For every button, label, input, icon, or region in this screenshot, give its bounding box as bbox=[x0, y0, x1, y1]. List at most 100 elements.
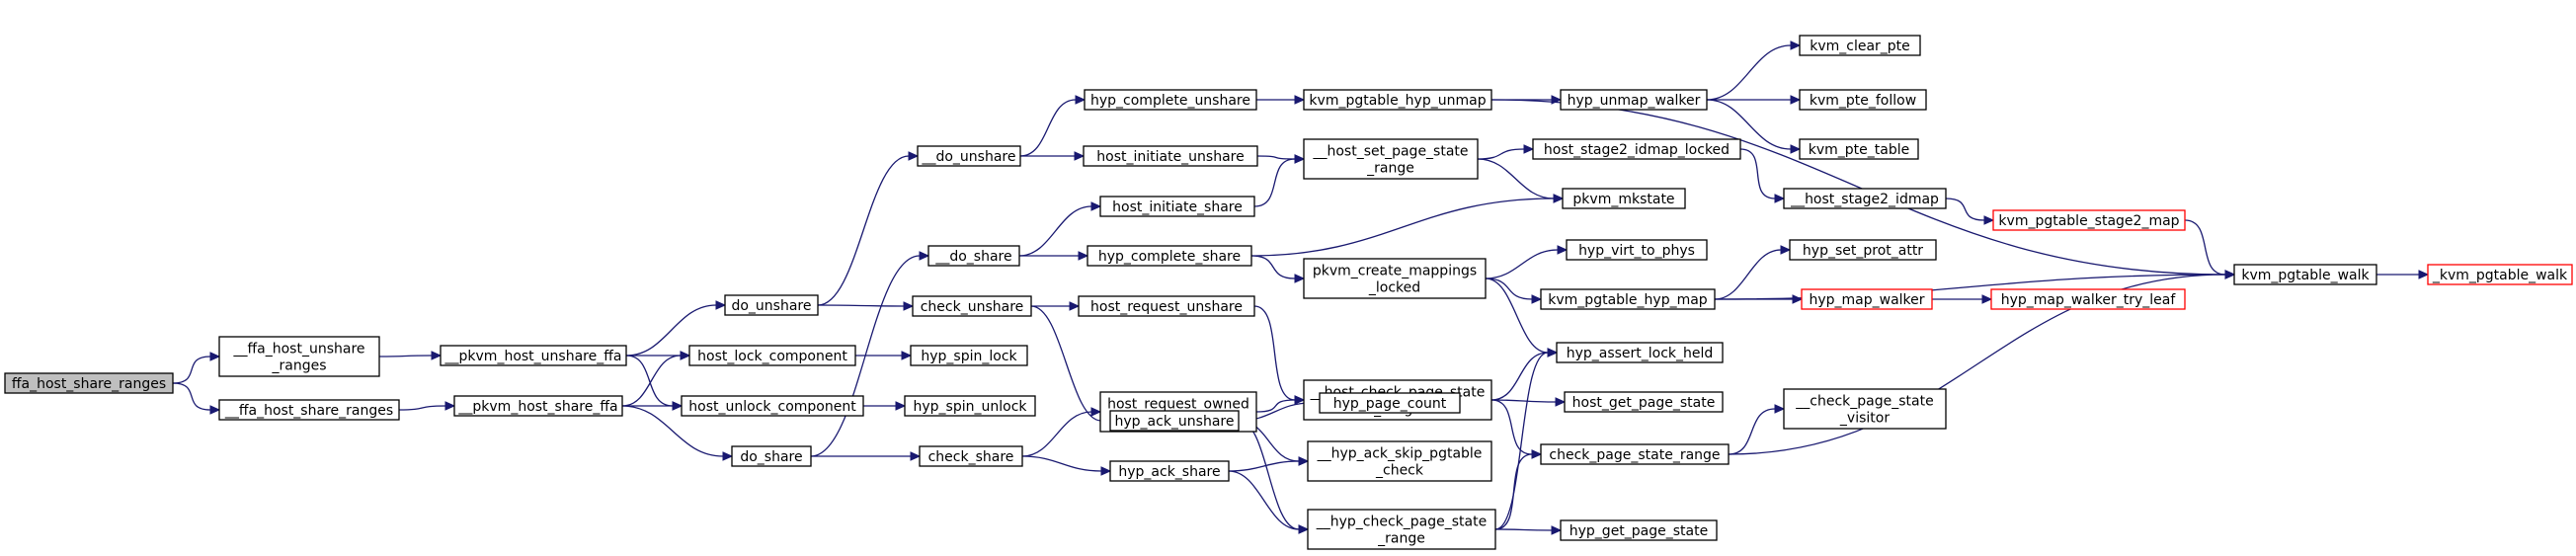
node-label: do_share bbox=[740, 449, 802, 465]
node-box bbox=[218, 336, 380, 377]
node-label: _kvm_pgtable_walk bbox=[2432, 268, 2568, 283]
node-hyp-unmap-walker[interactable]: hyp_unmap_walker bbox=[1560, 89, 1708, 111]
node-kvm-pgtable-stage2-map[interactable]: kvm_pgtable_stage2_map bbox=[1992, 209, 2186, 231]
node-box bbox=[1084, 89, 1257, 111]
node-hyp-virt-to-phys[interactable]: hyp_virt_to_phys bbox=[1566, 239, 1708, 261]
node-kvm-clear-pte[interactable]: kvm_clear_pte bbox=[1799, 35, 1921, 56]
node-hyp-ack-unshare[interactable]: hyp_ack_unshare bbox=[1109, 410, 1240, 432]
node-label: ffa_host_share_ranges bbox=[12, 376, 166, 392]
edge-pkvm-create-mappings-locked-to-hyp-virt-to-phys bbox=[1485, 249, 1559, 279]
node-kvm-pgtable-walk[interactable]: _kvm_pgtable_walk bbox=[2427, 264, 2573, 285]
node-label: check_share bbox=[928, 449, 1014, 465]
node-do-unshare[interactable]: __do_unshare bbox=[917, 145, 1021, 167]
node-box bbox=[1319, 392, 1461, 414]
node-pkvm-create-mappings-locked[interactable]: pkvm_create_mappings_locked bbox=[1303, 258, 1487, 299]
arrowhead bbox=[1553, 194, 1565, 203]
node-ffa-host-unshare-ranges[interactable]: __ffa_host_unshare_ranges bbox=[218, 336, 380, 377]
node-kvm-pte-follow[interactable]: kvm_pte_follow bbox=[1799, 89, 1927, 111]
node-host-unlock-component[interactable]: host_unlock_component bbox=[681, 395, 864, 417]
node-host-lock-component[interactable]: host_lock_component bbox=[688, 345, 856, 366]
node-label: __check_page_state bbox=[1795, 394, 1933, 410]
node-box bbox=[4, 372, 174, 394]
node-box bbox=[1799, 138, 1919, 160]
edge-host-request-unshare-to-host-check-page-state-range bbox=[1253, 305, 1296, 401]
node-hyp-check-page-state-range[interactable]: __hyp_check_page_state_range bbox=[1307, 509, 1496, 550]
node-hyp-page-count[interactable]: hyp_page_count bbox=[1319, 392, 1461, 414]
node-label: _range bbox=[1377, 531, 1425, 547]
node-check-unshare[interactable]: check_unshare bbox=[912, 295, 1032, 317]
node-label: __ffa_host_unshare bbox=[233, 342, 365, 357]
node-host-initiate-unshare[interactable]: host_initiate_unshare bbox=[1083, 145, 1258, 167]
node-host-stage2-idmap-locked[interactable]: host_stage2_idmap_locked bbox=[1532, 138, 1741, 160]
edge-ffa-host-unshare-ranges-to-pkvm-host-unshare-ffa bbox=[378, 355, 433, 357]
edge-ffa-host-share-ranges-to-ffa-host-unshare-ranges bbox=[172, 356, 211, 384]
node-ffa-host-share-ranges[interactable]: __ffa_host_share_ranges bbox=[218, 399, 400, 421]
node-box bbox=[1783, 188, 1947, 209]
arrowhead bbox=[2224, 270, 2236, 279]
node-hyp-complete-share[interactable]: hyp_complete_share bbox=[1087, 245, 1252, 267]
node-host-stage2-idmap[interactable]: __host_stage2_idmap bbox=[1783, 188, 1947, 209]
node-label: hyp_virt_to_phys bbox=[1578, 243, 1695, 259]
node-hyp-complete-unshare[interactable]: hyp_complete_unshare bbox=[1084, 89, 1257, 111]
node-box bbox=[1307, 509, 1496, 550]
node-box bbox=[1087, 245, 1252, 267]
edge-host-set-page-state-range-to-pkvm-mkstate bbox=[1477, 158, 1555, 199]
node-box bbox=[912, 295, 1032, 317]
edge-hyp-check-page-state-range-to-hyp-get-page-state bbox=[1494, 528, 1553, 531]
node-host-request-unshare[interactable]: host_request_unshare bbox=[1078, 295, 1255, 317]
node-label: host_initiate_share bbox=[1112, 199, 1243, 215]
node-pkvm-host-share-ffa[interactable]: __pkvm_host_share_ffa bbox=[453, 395, 623, 417]
node-ffa-host-share-ranges[interactable]: ffa_host_share_ranges bbox=[4, 372, 174, 394]
node-host-initiate-share[interactable]: host_initiate_share bbox=[1099, 196, 1255, 217]
node-box bbox=[1540, 443, 1730, 465]
node-label: __ffa_host_share_ranges bbox=[224, 403, 393, 419]
node-kvm-pgtable-hyp-unmap[interactable]: kvm_pgtable_hyp_unmap bbox=[1303, 89, 1492, 111]
node-check-share[interactable]: check_share bbox=[919, 445, 1023, 467]
edge-host-stage2-idmap-locked-to-host-stage2-idmap bbox=[1739, 148, 1776, 199]
node-hyp-map-walker-try-leaf[interactable]: hyp_map_walker_try_leaf bbox=[1990, 288, 2186, 310]
node-box bbox=[919, 445, 1023, 467]
node-label: do_unshare bbox=[731, 298, 811, 314]
node-box bbox=[1099, 196, 1255, 217]
node-hyp-set-prot-attr[interactable]: hyp_set_prot_attr bbox=[1789, 239, 1937, 261]
edge-host-initiate-unshare-to-host-set-page-state-range bbox=[1256, 155, 1296, 160]
node-pkvm-mkstate[interactable]: pkvm_mkstate bbox=[1562, 188, 1686, 209]
node-kvm-pte-table[interactable]: kvm_pte_table bbox=[1799, 138, 1919, 160]
arrowhead bbox=[1090, 407, 1102, 417]
node-pkvm-host-unshare-ffa[interactable]: __pkvm_host_unshare_ffa bbox=[440, 345, 627, 366]
node-do-share[interactable]: do_share bbox=[731, 445, 812, 467]
node-host-get-page-state[interactable]: host_get_page_state bbox=[1564, 391, 1724, 413]
node-do-share[interactable]: __do_share bbox=[927, 245, 1020, 267]
node-box bbox=[1801, 288, 1933, 310]
arrowhead bbox=[1294, 154, 1306, 164]
node-check-page-state-visitor[interactable]: __check_page_state_visitor bbox=[1783, 388, 1947, 430]
node-label: _check bbox=[1375, 463, 1424, 479]
node-kvm-pgtable-hyp-map[interactable]: kvm_pgtable_hyp_map bbox=[1540, 288, 1716, 310]
node-label: host_lock_component bbox=[697, 349, 847, 364]
node-hyp-ack-share[interactable]: hyp_ack_share bbox=[1109, 460, 1230, 482]
edge-pkvm-create-mappings-locked-to-kvm-pgtable-hyp-map bbox=[1485, 278, 1533, 300]
node-box bbox=[910, 345, 1028, 366]
node-kvm-pgtable-walk[interactable]: kvm_pgtable_walk bbox=[2233, 264, 2377, 285]
arrowhead bbox=[1774, 404, 1786, 414]
node-hyp-get-page-state[interactable]: hyp_get_page_state bbox=[1560, 519, 1718, 541]
arrowhead bbox=[901, 351, 913, 360]
node-hyp-map-walker[interactable]: hyp_map_walker bbox=[1801, 288, 1933, 310]
node-hyp-spin-unlock[interactable]: hyp_spin_unlock bbox=[904, 395, 1036, 417]
arrowhead bbox=[1074, 151, 1086, 161]
node-box bbox=[1566, 239, 1708, 261]
node-box bbox=[927, 245, 1020, 267]
node-label: _ranges bbox=[271, 358, 326, 374]
edge-check-page-state-range-to-check-page-state-visitor bbox=[1728, 408, 1776, 455]
arrowhead bbox=[1551, 525, 1563, 535]
node-check-page-state-range[interactable]: check_page_state_range bbox=[1540, 443, 1730, 465]
node-hyp-ack-skip-pgtable-check[interactable]: __hyp_ack_skip_pgtable_check bbox=[1307, 440, 1492, 482]
node-box bbox=[440, 345, 627, 366]
node-label: check_page_state_range bbox=[1549, 447, 1720, 463]
node-hyp-assert-lock-held[interactable]: hyp_assert_lock_held bbox=[1556, 342, 1724, 363]
node-box bbox=[1789, 239, 1937, 261]
node-do-unshare[interactable]: do_unshare bbox=[724, 294, 819, 316]
node-hyp-spin-lock[interactable]: hyp_spin_lock bbox=[910, 345, 1028, 366]
node-label: pkvm_create_mappings bbox=[1313, 264, 1477, 279]
node-host-set-page-state-range[interactable]: __host_set_page_state_range bbox=[1303, 138, 1479, 180]
